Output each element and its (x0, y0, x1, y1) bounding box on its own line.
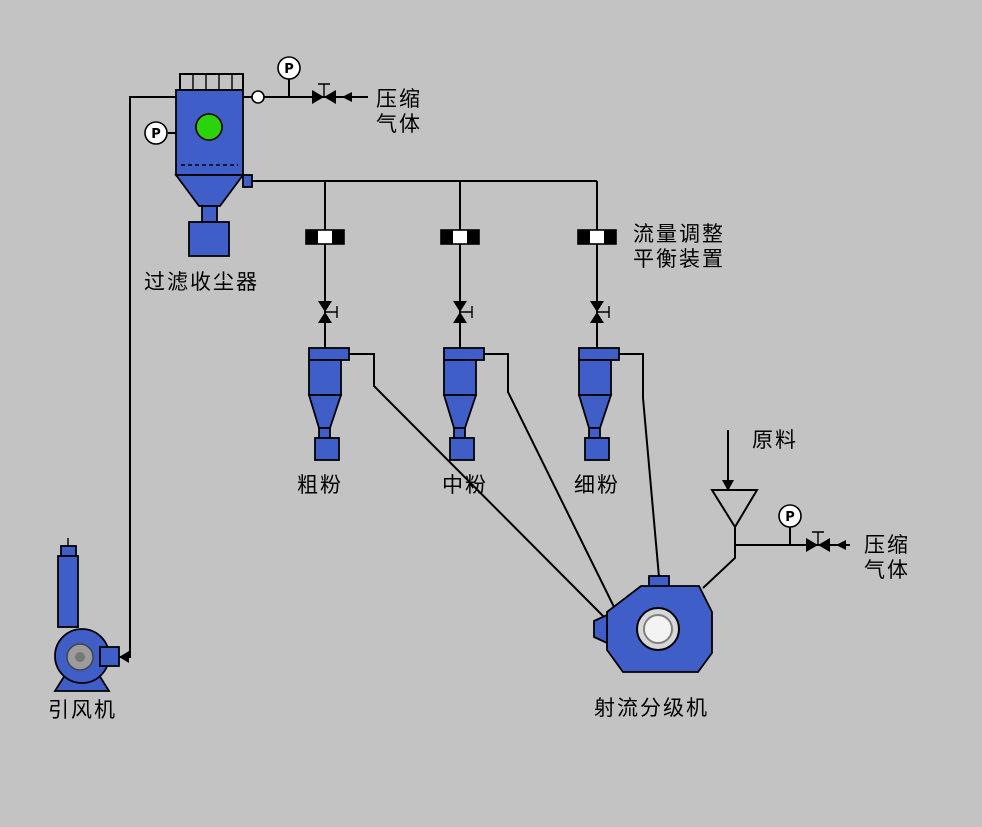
flow-arrow-feed-icon (722, 480, 734, 491)
cyclone-stub (453, 427, 466, 439)
cyclone-cone (442, 394, 478, 429)
label-medium-powder: 中粉 (442, 473, 488, 497)
collector-outlet-stub (242, 174, 253, 188)
label-draft-fan: 引风机 (48, 698, 117, 722)
label-filter-collector: 过滤收尘器 (144, 270, 259, 294)
label-compressed-gas-right-2: 气体 (864, 558, 910, 582)
pressure-gauge-right-icon: P (778, 504, 802, 528)
pipe-fitting-icon (251, 90, 265, 104)
cyclone-stub (588, 427, 601, 439)
classifier-nozzle (593, 613, 608, 645)
cyclone-cap (443, 347, 485, 361)
collector-neck (201, 205, 218, 223)
fan-hub-center (75, 652, 85, 662)
label-jet-classifier: 射流分级机 (594, 696, 709, 720)
label-coarse-powder: 粗粉 (297, 473, 343, 497)
collector-cone (174, 174, 245, 207)
collector-dust-bin (188, 221, 230, 257)
cyclone-coarse (307, 347, 350, 461)
fan-outlet (99, 646, 120, 667)
valve-right-gas-icon (806, 531, 830, 552)
filter-dust-collector (174, 73, 253, 257)
valve-stem (597, 306, 610, 318)
cyclone-bin (449, 437, 475, 461)
pipe-classifier-to-fine (619, 353, 660, 578)
pressure-gauge-left-icon: P (144, 121, 168, 145)
valve-drop-fine-icon (590, 301, 610, 323)
valve-stem (460, 306, 473, 318)
cyclone-medium (442, 347, 485, 461)
flow-balancer-fine-icon (577, 229, 617, 245)
balancer-block (467, 230, 479, 244)
valve-wedge (818, 538, 830, 552)
gauge-letter: P (151, 127, 161, 142)
fan-stack (57, 555, 79, 628)
feed-hopper-icon (710, 489, 759, 529)
label-compressed-gas-top-2: 气体 (376, 112, 422, 136)
sight-glass-green-icon (195, 113, 223, 141)
valve-drop-medium-icon (453, 301, 473, 323)
classifier-port-inner (643, 614, 673, 644)
cyclone-cap (308, 347, 350, 361)
label-fine-powder: 细粉 (574, 473, 620, 497)
cyclone-stub (318, 427, 331, 439)
valve-wedge (806, 538, 818, 552)
pipe-classifier-to-medium (484, 353, 617, 612)
fan-stack-cap (60, 545, 77, 557)
valve-drop-coarse-icon (318, 301, 338, 323)
pulse-manifold (179, 73, 244, 91)
valve-wedge (590, 301, 604, 312)
cyclone-cone (577, 394, 613, 429)
valve-wedge (453, 312, 467, 323)
balancer-block (306, 230, 318, 244)
balancer-block (441, 230, 453, 244)
pipe-hopper-to-classifier (702, 527, 736, 589)
gauge-dial (144, 121, 168, 145)
label-flow-balancer-2: 平衡装置 (633, 247, 725, 271)
label-compressed-gas-top-1: 压缩 (376, 87, 422, 111)
valve-wedge (324, 90, 336, 104)
gauge-dial (778, 504, 802, 528)
valve-wedge (453, 301, 467, 312)
valve-stem (812, 531, 824, 545)
label-compressed-gas-right-1: 压缩 (864, 533, 910, 557)
flow-balancer-coarse-icon (305, 229, 345, 245)
cyclone-bin (314, 437, 340, 461)
valve-wedge (312, 90, 324, 104)
cyclone-body (443, 359, 477, 396)
cyclone-cap (578, 347, 620, 361)
gauge-letter: P (785, 510, 795, 525)
valve-wedge (318, 301, 332, 312)
valve-top-gas-icon (312, 83, 336, 104)
flow-balancer-medium-icon (440, 229, 480, 245)
cyclone-fine (577, 347, 620, 461)
pulse-manifold-teeth (192, 74, 233, 90)
jet-classifier (593, 575, 713, 673)
gauge-dial (277, 56, 301, 80)
gauge-letter: P (284, 62, 294, 77)
valve-stem (325, 306, 338, 318)
induced-draft-fan (53, 538, 120, 692)
label-raw-material: 原料 (752, 428, 798, 452)
pipes (119, 79, 850, 658)
balancer-block (604, 230, 616, 244)
cyclone-bin (584, 437, 610, 461)
flow-arrow-right-gas-icon (836, 540, 846, 550)
flow-arrow-top-gas-icon (342, 92, 352, 102)
valve-wedge (318, 312, 332, 323)
cyclone-cone (307, 394, 343, 429)
valve-wedge (590, 312, 604, 323)
label-flow-balancer-1: 流量调整 (633, 222, 725, 246)
balancer-block (578, 230, 590, 244)
pipe-fan-suction-loop (119, 96, 176, 658)
valve-stem (318, 83, 330, 97)
flow-arrow-fan-inlet-icon (119, 651, 129, 663)
cyclone-body (308, 359, 342, 396)
pressure-gauge-top-icon: P (277, 56, 301, 80)
balancer-block (332, 230, 344, 244)
pipe-classifier-to-coarse (349, 353, 611, 624)
cyclone-body (578, 359, 612, 396)
